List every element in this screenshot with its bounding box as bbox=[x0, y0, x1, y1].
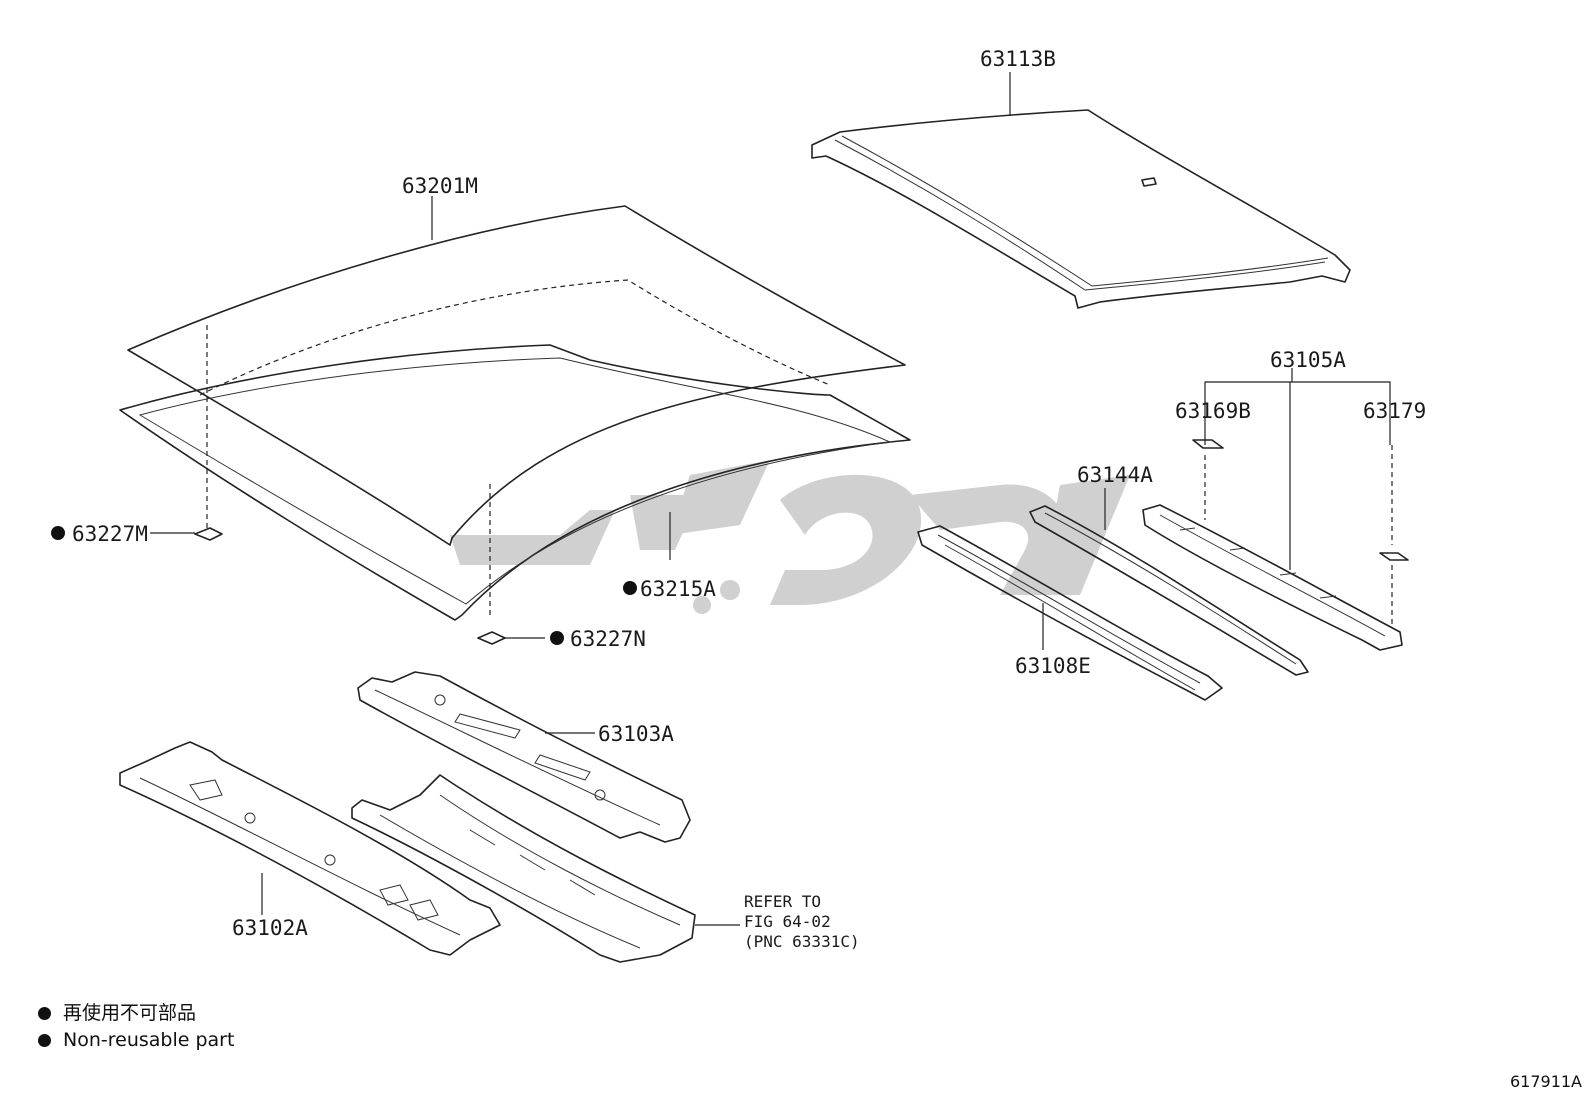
legend-row-japanese: 再使用不可部品 bbox=[38, 1000, 234, 1027]
reinforcement-group-63105A[interactable]: 63105A 63169B 63179 bbox=[1142, 348, 1426, 651]
front-rail-63102A[interactable]: 63102A bbox=[119, 741, 501, 956]
label-63105A: 63105A bbox=[1270, 348, 1346, 372]
figure-number: 617911A bbox=[1509, 1072, 1582, 1091]
label-63108E: 63108E bbox=[1015, 654, 1091, 678]
clip-63227M[interactable]: 63227M bbox=[51, 325, 223, 546]
roof-panel-63201M[interactable]: 63201M bbox=[127, 174, 906, 546]
windshield-header-reference-part[interactable] bbox=[351, 774, 740, 963]
reference-note: REFER TO FIG 64-02 (PNC 63331C) bbox=[744, 892, 860, 951]
roof-bow-63144A[interactable]: 63144A bbox=[1029, 463, 1309, 676]
reference-note-line2: FIG 64-02 bbox=[744, 912, 831, 931]
roof-seal-63215A[interactable]: 63215A bbox=[119, 344, 911, 621]
label-63102A: 63102A bbox=[232, 916, 308, 940]
legend-row-english: Non-reusable part bbox=[38, 1027, 234, 1054]
label-63227N: 63227N bbox=[570, 627, 646, 651]
bullet-dot-icon bbox=[38, 1034, 51, 1047]
bullet-dot-icon bbox=[38, 1007, 51, 1020]
label-63113B: 63113B bbox=[980, 47, 1056, 71]
clip-63227N[interactable]: 63227N bbox=[477, 627, 646, 651]
label-63227M: 63227M bbox=[72, 522, 148, 546]
front-header-63103A[interactable]: 63103A bbox=[357, 671, 691, 843]
label-63103A: 63103A bbox=[598, 722, 674, 746]
label-63201M: 63201M bbox=[402, 174, 478, 198]
label-63179: 63179 bbox=[1363, 399, 1426, 423]
roof-panel-63113B[interactable]: 63113B bbox=[811, 47, 1351, 309]
reference-note-line1: REFER TO bbox=[744, 892, 821, 911]
legend: 再使用不可部品 Non-reusable part bbox=[38, 1000, 234, 1054]
reference-note-line3: (PNC 63331C) bbox=[744, 932, 860, 951]
label-63144A: 63144A bbox=[1077, 463, 1153, 487]
label-63215A: 63215A bbox=[640, 577, 716, 601]
legend-english-text: Non-reusable part bbox=[63, 1029, 235, 1051]
roof-bow-63108E[interactable]: 63108E bbox=[917, 525, 1223, 701]
legend-japanese-text: 再使用不可部品 bbox=[63, 1002, 197, 1024]
label-63169B: 63169B bbox=[1175, 399, 1251, 423]
